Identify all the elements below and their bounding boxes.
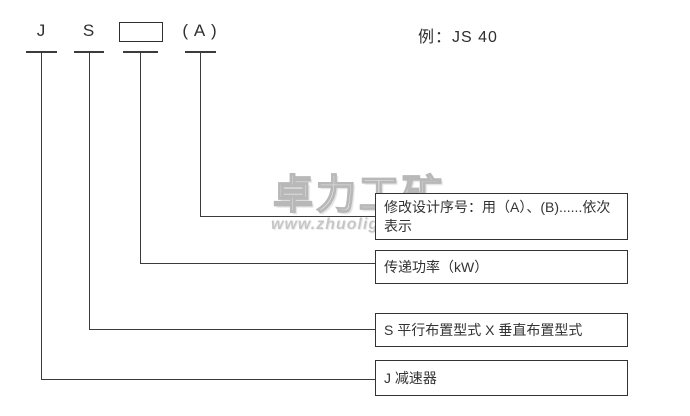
code-part-a: ( A ): [182, 21, 218, 40]
legend-box-reducer: J 减速器: [375, 360, 628, 396]
connector-j-vertical: [41, 52, 42, 379]
code-part-power-blank-box: [119, 22, 163, 42]
connector-power-vertical: [140, 52, 141, 263]
legend-box-power: 传递功率（kW）: [375, 250, 628, 284]
legend-box-design-revision-line2: 表示: [384, 217, 412, 234]
code-part-s: S: [82, 21, 96, 40]
connector-s-vertical: [89, 52, 90, 329]
connector-j-horizontal: [41, 379, 375, 380]
example-label: 例：JS 40: [418, 29, 498, 46]
legend-box-power-line1: 传递功率（kW）: [384, 258, 489, 275]
watermark-url: www.zhuoligk: [271, 216, 390, 233]
connector-a-horizontal: [200, 216, 375, 217]
connector-a-vertical: [200, 52, 201, 216]
code-part-j: J: [36, 21, 47, 40]
legend-box-arrangement: S 平行布置型式 X 垂直布置型式: [375, 313, 628, 347]
legend-box-design-revision: 修改设计序号：用（A）、(B)......依次 表示: [375, 193, 628, 240]
legend-box-reducer-line1: J 减速器: [384, 369, 437, 386]
legend-box-design-revision-line1: 修改设计序号：用（A）、(B)......依次: [384, 198, 611, 215]
connector-s-horizontal: [89, 329, 375, 330]
legend-box-arrangement-line1: S 平行布置型式 X 垂直布置型式: [384, 321, 583, 338]
connector-power-horizontal: [140, 263, 375, 264]
